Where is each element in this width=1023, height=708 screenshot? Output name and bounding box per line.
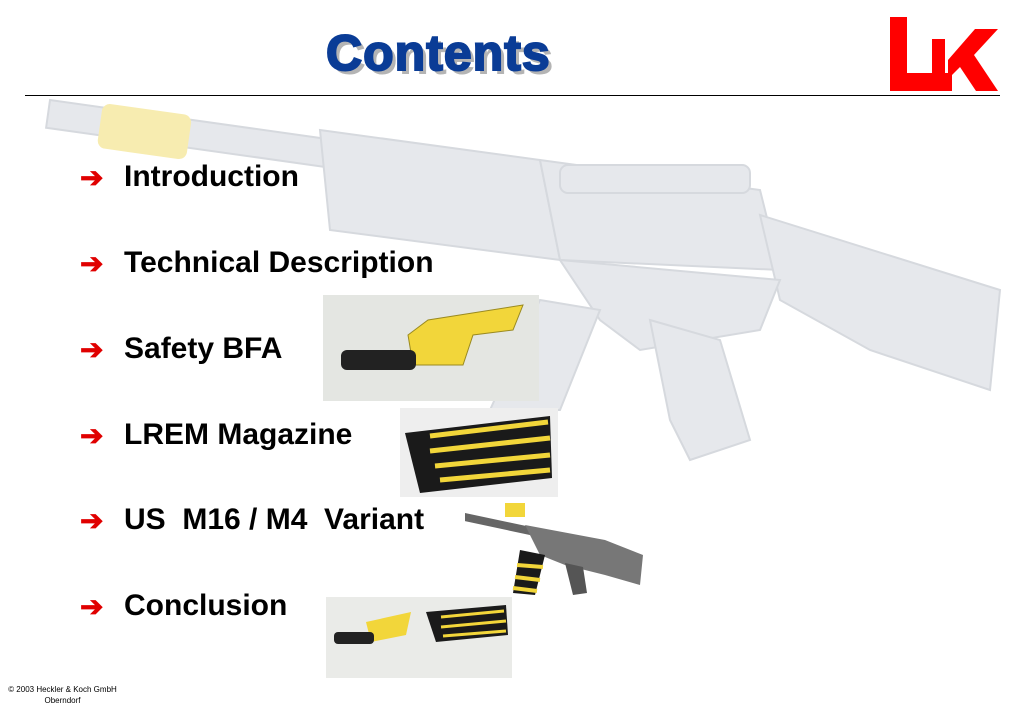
item-label: LREM Magazine <box>124 418 353 451</box>
bfa-and-magazine-photo <box>326 597 512 678</box>
arrow-right-icon: ➔ <box>80 333 104 365</box>
page-title: Contents <box>325 24 551 82</box>
contents-item-introduction[interactable]: ➔ Introduction <box>80 160 299 194</box>
arrow-right-icon: ➔ <box>80 247 104 279</box>
arrow-right-icon: ➔ <box>80 161 104 193</box>
footer-copyright: © 2003 Heckler & Koch GmbH <box>8 685 117 694</box>
hk-logo <box>890 17 998 91</box>
contents-item-safety-bfa[interactable]: ➔ Safety BFA <box>80 332 282 366</box>
m4-rifle-photo <box>465 503 643 595</box>
contents-item-conclusion[interactable]: ➔ Conclusion <box>80 589 287 623</box>
item-label: Technical Description <box>124 246 434 279</box>
contents-item-technical-description[interactable]: ➔ Technical Description <box>80 246 434 280</box>
copyright-footer: © 2003 Heckler & Koch GmbH Oberndorf <box>0 684 125 706</box>
arrow-right-icon: ➔ <box>80 419 104 451</box>
lrem-magazine-photo <box>400 408 558 497</box>
footer-location: Oberndorf <box>44 696 81 705</box>
contents-item-lrem-magazine[interactable]: ➔ LREM Magazine <box>80 418 352 452</box>
title-divider <box>25 95 1000 96</box>
item-label: Introduction <box>124 160 299 193</box>
arrow-right-icon: ➔ <box>80 590 104 622</box>
contents-item-us-m16-m4-variant[interactable]: ➔ US M16 / M4 Variant <box>80 503 424 537</box>
item-label: US M16 / M4 Variant <box>124 503 425 536</box>
item-label: Safety BFA <box>124 332 283 365</box>
item-label: Conclusion <box>124 589 288 622</box>
arrow-right-icon: ➔ <box>80 504 104 536</box>
safety-bfa-photo <box>323 295 539 401</box>
